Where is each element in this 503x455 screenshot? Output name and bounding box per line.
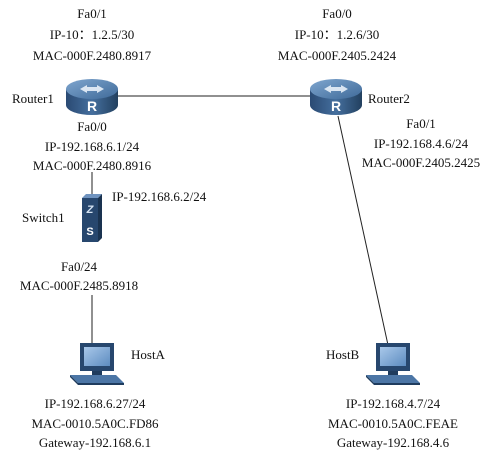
router2-fa00-port-label: Fa0/0 — [322, 6, 352, 21]
router2-name-label: Router2 — [368, 91, 410, 106]
hostB-mac-label: MAC-0010.5A0C.FEAE — [327, 416, 459, 431]
switch1-fa024-mac-label: MAC-000F.2485.8918 — [19, 278, 139, 293]
hostA-gateway-label: Gateway-192.168.6.1 — [38, 435, 152, 450]
hostB-ip-label: IP-192.168.4.7/24 — [345, 396, 441, 411]
hostB-name-label: HostB — [326, 347, 360, 362]
router2-fa00-ip-label: IP-10：1.2.6/30 — [294, 27, 380, 42]
router2-fa01-ip-label: IP-192.168.4.6/24 — [373, 136, 469, 151]
switch1-fa024-port-label: Fa0/24 — [60, 259, 98, 274]
svg-text:S: S — [86, 226, 93, 238]
router1-name-label: Router1 — [12, 91, 54, 106]
router2-icon[interactable]: R — [310, 79, 362, 115]
hostA-ip-label: IP-192.168.6.27/24 — [44, 396, 146, 411]
switch1-name-label: Switch1 — [22, 210, 65, 225]
switch1-icon[interactable]: Z S — [82, 194, 102, 242]
hostA-computer-icon[interactable] — [70, 343, 124, 385]
router1-icon[interactable]: R — [66, 79, 118, 115]
router2-fa01-mac-label: MAC-000F.2405.2425 — [361, 155, 481, 170]
router2-fa01-port-label: Fa0/1 — [406, 116, 436, 131]
hostA-mac-label: MAC-0010.5A0C.FD86 — [31, 416, 159, 431]
router2-fa00-mac-label: MAC-000F.2405.2424 — [277, 48, 397, 63]
router1-fa01-port-label: Fa0/1 — [77, 6, 107, 21]
router1-fa01-ip-label: IP-10：1.2.5/30 — [49, 27, 135, 42]
hostB-computer-icon[interactable] — [366, 343, 420, 385]
router1-fa01-mac-label: MAC-000F.2480.8917 — [32, 48, 152, 63]
router1-fa00-mac-label: MAC-000F.2480.8916 — [32, 158, 152, 173]
svg-text:R: R — [331, 98, 341, 114]
switch1-ip-label: IP-192.168.6.2/24 — [112, 189, 207, 204]
svg-text:R: R — [87, 98, 97, 114]
router1-fa00-port-label: Fa0/0 — [77, 119, 107, 134]
svg-text:Z: Z — [86, 204, 95, 216]
router1-fa00-ip-label: IP-192.168.6.1/24 — [44, 139, 140, 154]
link-router2-hostB — [337, 115, 389, 346]
hostB-gateway-label: Gateway-192.168.4.6 — [336, 435, 450, 450]
hostA-name-label: HostA — [131, 347, 165, 362]
